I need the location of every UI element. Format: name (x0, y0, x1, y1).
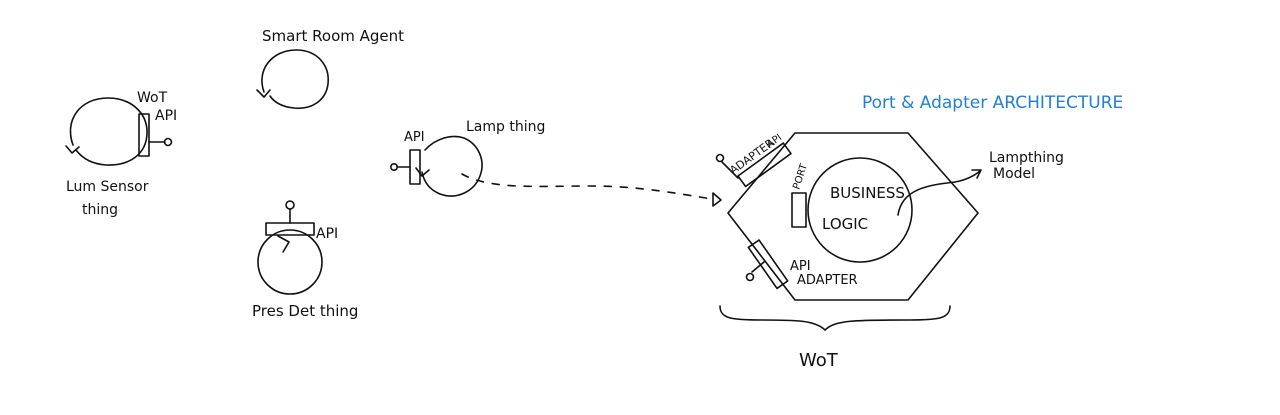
bottom-adapter-box (747, 239, 789, 290)
pres-det-arrowhead (277, 235, 290, 253)
wot-brace (719, 305, 951, 331)
pres-det-api-label: API (316, 226, 338, 242)
dashed-arrow (461, 173, 722, 207)
lum-sensor-arrowhead (65, 145, 80, 154)
port-adapter-architecture: Port & Adapter ARCHITECTURE BUSINESS LOG… (715, 93, 1123, 371)
top-adapter-port (715, 153, 725, 163)
smart-room-agent-arrowhead (256, 89, 271, 98)
top-adapter-stem (721, 161, 739, 179)
lum-sensor-wot-label: WoT (137, 90, 168, 106)
pres-det-api-port (285, 200, 295, 210)
model-arrowhead (971, 169, 982, 179)
bottom-adapter-label: ADAPTER (797, 273, 858, 288)
pres-det-thing: API Pres Det thing (252, 200, 358, 320)
lum-sensor-label-line2: thing (82, 202, 118, 218)
bottom-adapter-stem (751, 261, 765, 273)
bottom-adapter (747, 239, 789, 290)
lamp-thing-circle (421, 135, 483, 197)
lum-sensor-label-line1: Lum Sensor (66, 179, 149, 195)
logic-label: LOGIC (822, 215, 868, 233)
lamp-thing-api-box (409, 149, 421, 185)
bottom-adapter-port (745, 272, 755, 282)
lum-sensor-thing: WoT API Lum Sensor thing (65, 90, 177, 218)
wot-brace-label: WoT (799, 350, 839, 371)
smart-room-agent: Smart Room Agent (256, 27, 404, 109)
model-label-line1: Lampthing (989, 150, 1064, 166)
port-label: PORT (791, 162, 810, 191)
pres-det-label: Pres Det thing (252, 302, 358, 320)
lum-sensor-api-label: API (155, 108, 177, 124)
business-label: BUSINESS (830, 184, 905, 202)
lamp-thing-api-port (389, 163, 398, 172)
business-logic-circle (807, 157, 913, 263)
pres-det-circle (257, 229, 323, 295)
hexagon (727, 132, 979, 301)
lum-sensor-circle (69, 97, 148, 166)
dashed-arrow-head (712, 192, 722, 207)
dashed-arrow-line (461, 173, 713, 200)
lum-sensor-api-box (138, 113, 150, 157)
bottom-adapter-api-label: API (790, 259, 811, 274)
top-adapter: ADAPTER API (727, 132, 792, 188)
top-adapter-box (737, 142, 792, 188)
lamp-thing: API Lamp thing (389, 119, 545, 197)
model-arrow (897, 170, 981, 216)
lamp-thing-arrowhead (415, 167, 430, 177)
lamp-thing-api-label: API (404, 130, 425, 145)
smart-room-agent-circle (261, 49, 329, 109)
smart-room-agent-label: Smart Room Agent (262, 27, 404, 45)
lum-sensor-api-port (163, 137, 173, 147)
port-box (791, 192, 807, 228)
lamp-thing-label: Lamp thing (466, 119, 545, 135)
model-label-line2: Model (993, 166, 1035, 182)
pres-det-api-box (265, 222, 315, 236)
architecture-title: Port & Adapter ARCHITECTURE (862, 93, 1123, 113)
